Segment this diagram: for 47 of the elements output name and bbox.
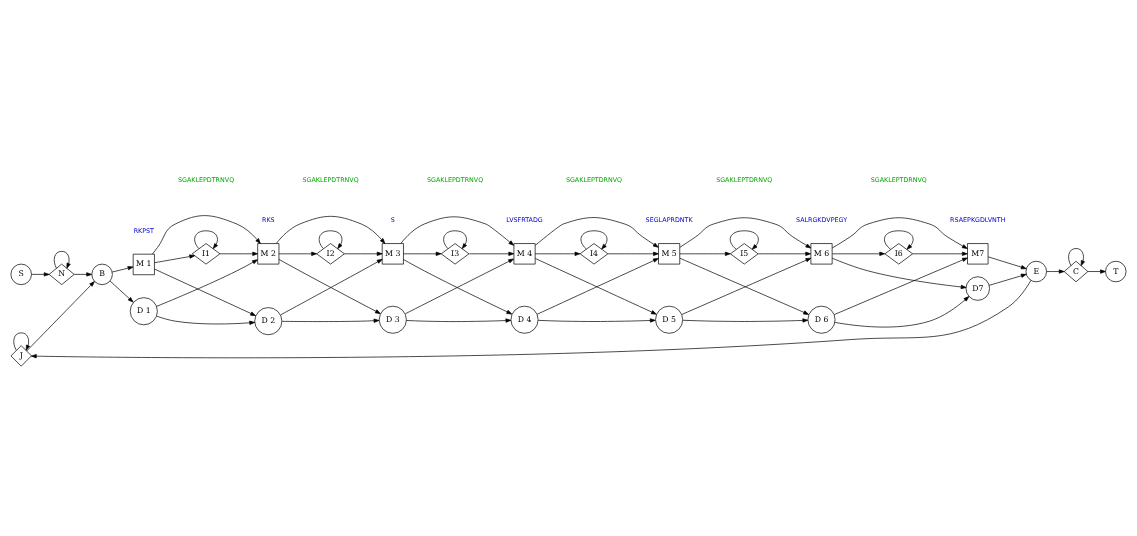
arrow <box>1087 269 1106 274</box>
arrow <box>834 296 970 328</box>
arrow <box>13 332 31 351</box>
arrow <box>757 251 811 256</box>
arrow <box>1068 248 1085 266</box>
arrow <box>31 272 50 277</box>
arrow <box>535 217 659 248</box>
arrow <box>278 251 317 256</box>
arrow <box>884 230 914 250</box>
arrow <box>403 251 442 256</box>
arrow <box>156 259 258 307</box>
arrow <box>318 230 343 249</box>
arrow <box>73 272 92 277</box>
arrow <box>344 251 383 256</box>
arrow <box>400 216 515 246</box>
arrow <box>607 251 659 256</box>
arrow <box>679 217 812 249</box>
arrow <box>831 217 968 249</box>
arrow <box>194 230 218 249</box>
arrow <box>912 251 968 256</box>
arrow <box>729 230 759 250</box>
arrow <box>281 318 380 323</box>
arrow <box>406 318 512 323</box>
arrow <box>580 230 608 250</box>
arrow <box>834 257 968 315</box>
arrow <box>988 273 1027 286</box>
arrow <box>987 256 1027 270</box>
arrow <box>109 280 134 303</box>
arrow <box>534 251 581 256</box>
arrow <box>219 251 258 256</box>
arrow <box>31 280 1032 359</box>
arrow <box>1046 269 1065 274</box>
arrow <box>152 215 261 255</box>
arrow <box>832 251 886 256</box>
arrow <box>679 251 731 256</box>
arrow <box>537 318 656 323</box>
arrow <box>831 257 967 290</box>
arrow <box>682 318 809 323</box>
arrow <box>443 230 467 249</box>
arrow <box>26 281 95 352</box>
arrow <box>154 254 196 264</box>
arrow <box>53 251 71 269</box>
arrow <box>111 266 134 273</box>
arrow <box>468 251 515 256</box>
arrow <box>154 268 256 316</box>
arrow <box>275 216 386 244</box>
arrow <box>156 315 255 325</box>
